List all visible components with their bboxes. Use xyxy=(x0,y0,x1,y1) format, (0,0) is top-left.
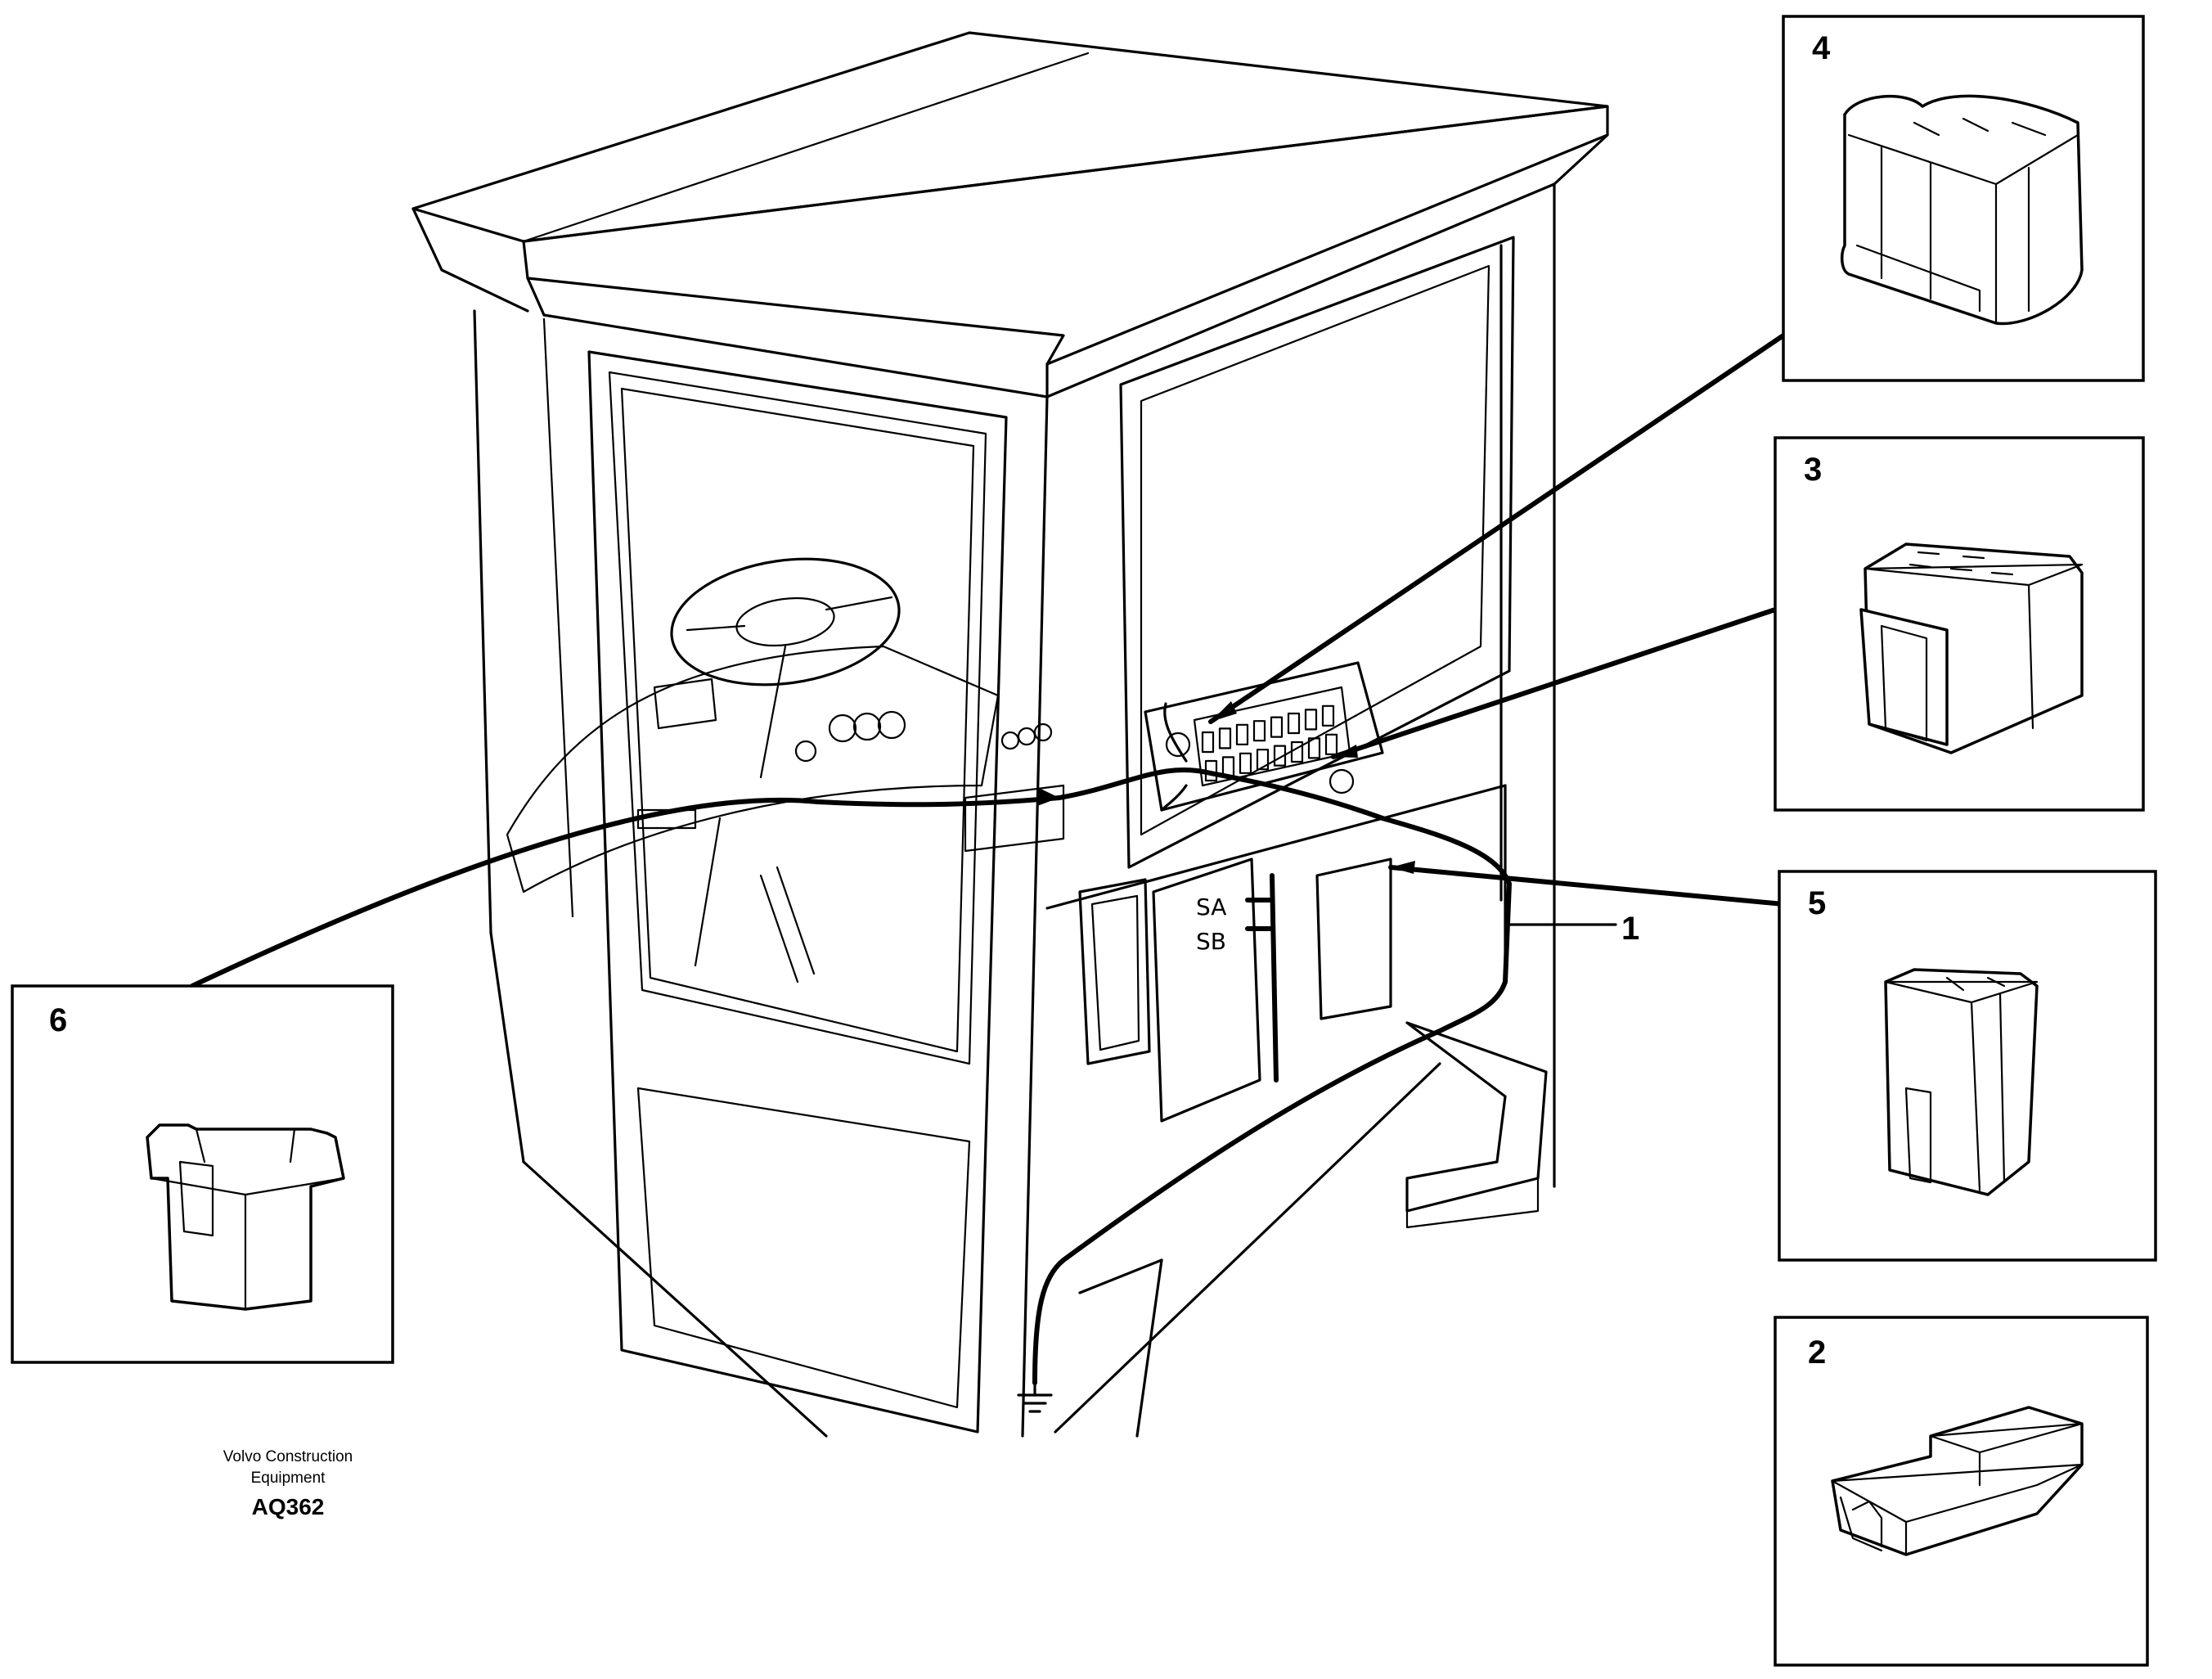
callout-4: 4 xyxy=(1812,30,1831,66)
fuse-slot xyxy=(1256,749,1270,771)
part-box-2: 2 xyxy=(1774,1316,2149,1667)
cab-body xyxy=(473,182,1556,1438)
drawing-code: AQ362 xyxy=(252,1494,325,1519)
wiring-harness xyxy=(1017,702,1512,1413)
fuse-slot xyxy=(1321,704,1335,727)
callout-3: 3 xyxy=(1804,452,1822,488)
part-box-3: 3 xyxy=(1774,436,2145,812)
fuse-slot xyxy=(1307,737,1321,759)
fuse-slot xyxy=(1201,731,1215,754)
fuse-slot xyxy=(1235,723,1249,745)
cab-illustration: SA SB xyxy=(411,31,1609,1438)
part-box-6: 6 xyxy=(11,984,394,1364)
part-box-5: 5 xyxy=(1778,870,2157,1262)
part-box-4: 4 xyxy=(1782,15,2145,382)
connector-2-illustration xyxy=(1831,1406,2084,1556)
fuse-slot xyxy=(1218,727,1232,749)
cab-roof xyxy=(411,31,1609,398)
company-line-2: Equipment xyxy=(251,1470,326,1487)
fuse-slot xyxy=(1324,733,1338,755)
footer-block: Volvo Construction Equipment AQ362 xyxy=(223,1448,353,1519)
label-sa: SA xyxy=(1196,894,1226,921)
fuse-slot xyxy=(1304,709,1318,731)
fuse-slot xyxy=(1273,745,1287,767)
fuse-slot xyxy=(1239,752,1252,774)
connector-3-illustration xyxy=(1859,542,2084,754)
fuse-slot xyxy=(1287,712,1301,735)
label-sb: SB xyxy=(1196,928,1226,955)
callout-6: 6 xyxy=(49,1002,67,1038)
fuse-slot xyxy=(1270,716,1284,738)
dashboard xyxy=(506,557,1065,984)
connector-5-illustration xyxy=(1884,968,2039,1196)
connector-4-illustration xyxy=(1840,94,2084,326)
fuse-slot xyxy=(1252,720,1266,742)
callout-5: 5 xyxy=(1808,885,1826,921)
leader-lines xyxy=(190,333,1786,988)
connector-6-illustration xyxy=(146,1123,345,1311)
callout-2: 2 xyxy=(1808,1335,1826,1371)
fuse-slot xyxy=(1290,740,1304,763)
company-line-1: Volvo Construction xyxy=(223,1448,353,1465)
fuse-panel xyxy=(1078,661,1392,1123)
callout-1: 1 xyxy=(1621,911,1639,947)
